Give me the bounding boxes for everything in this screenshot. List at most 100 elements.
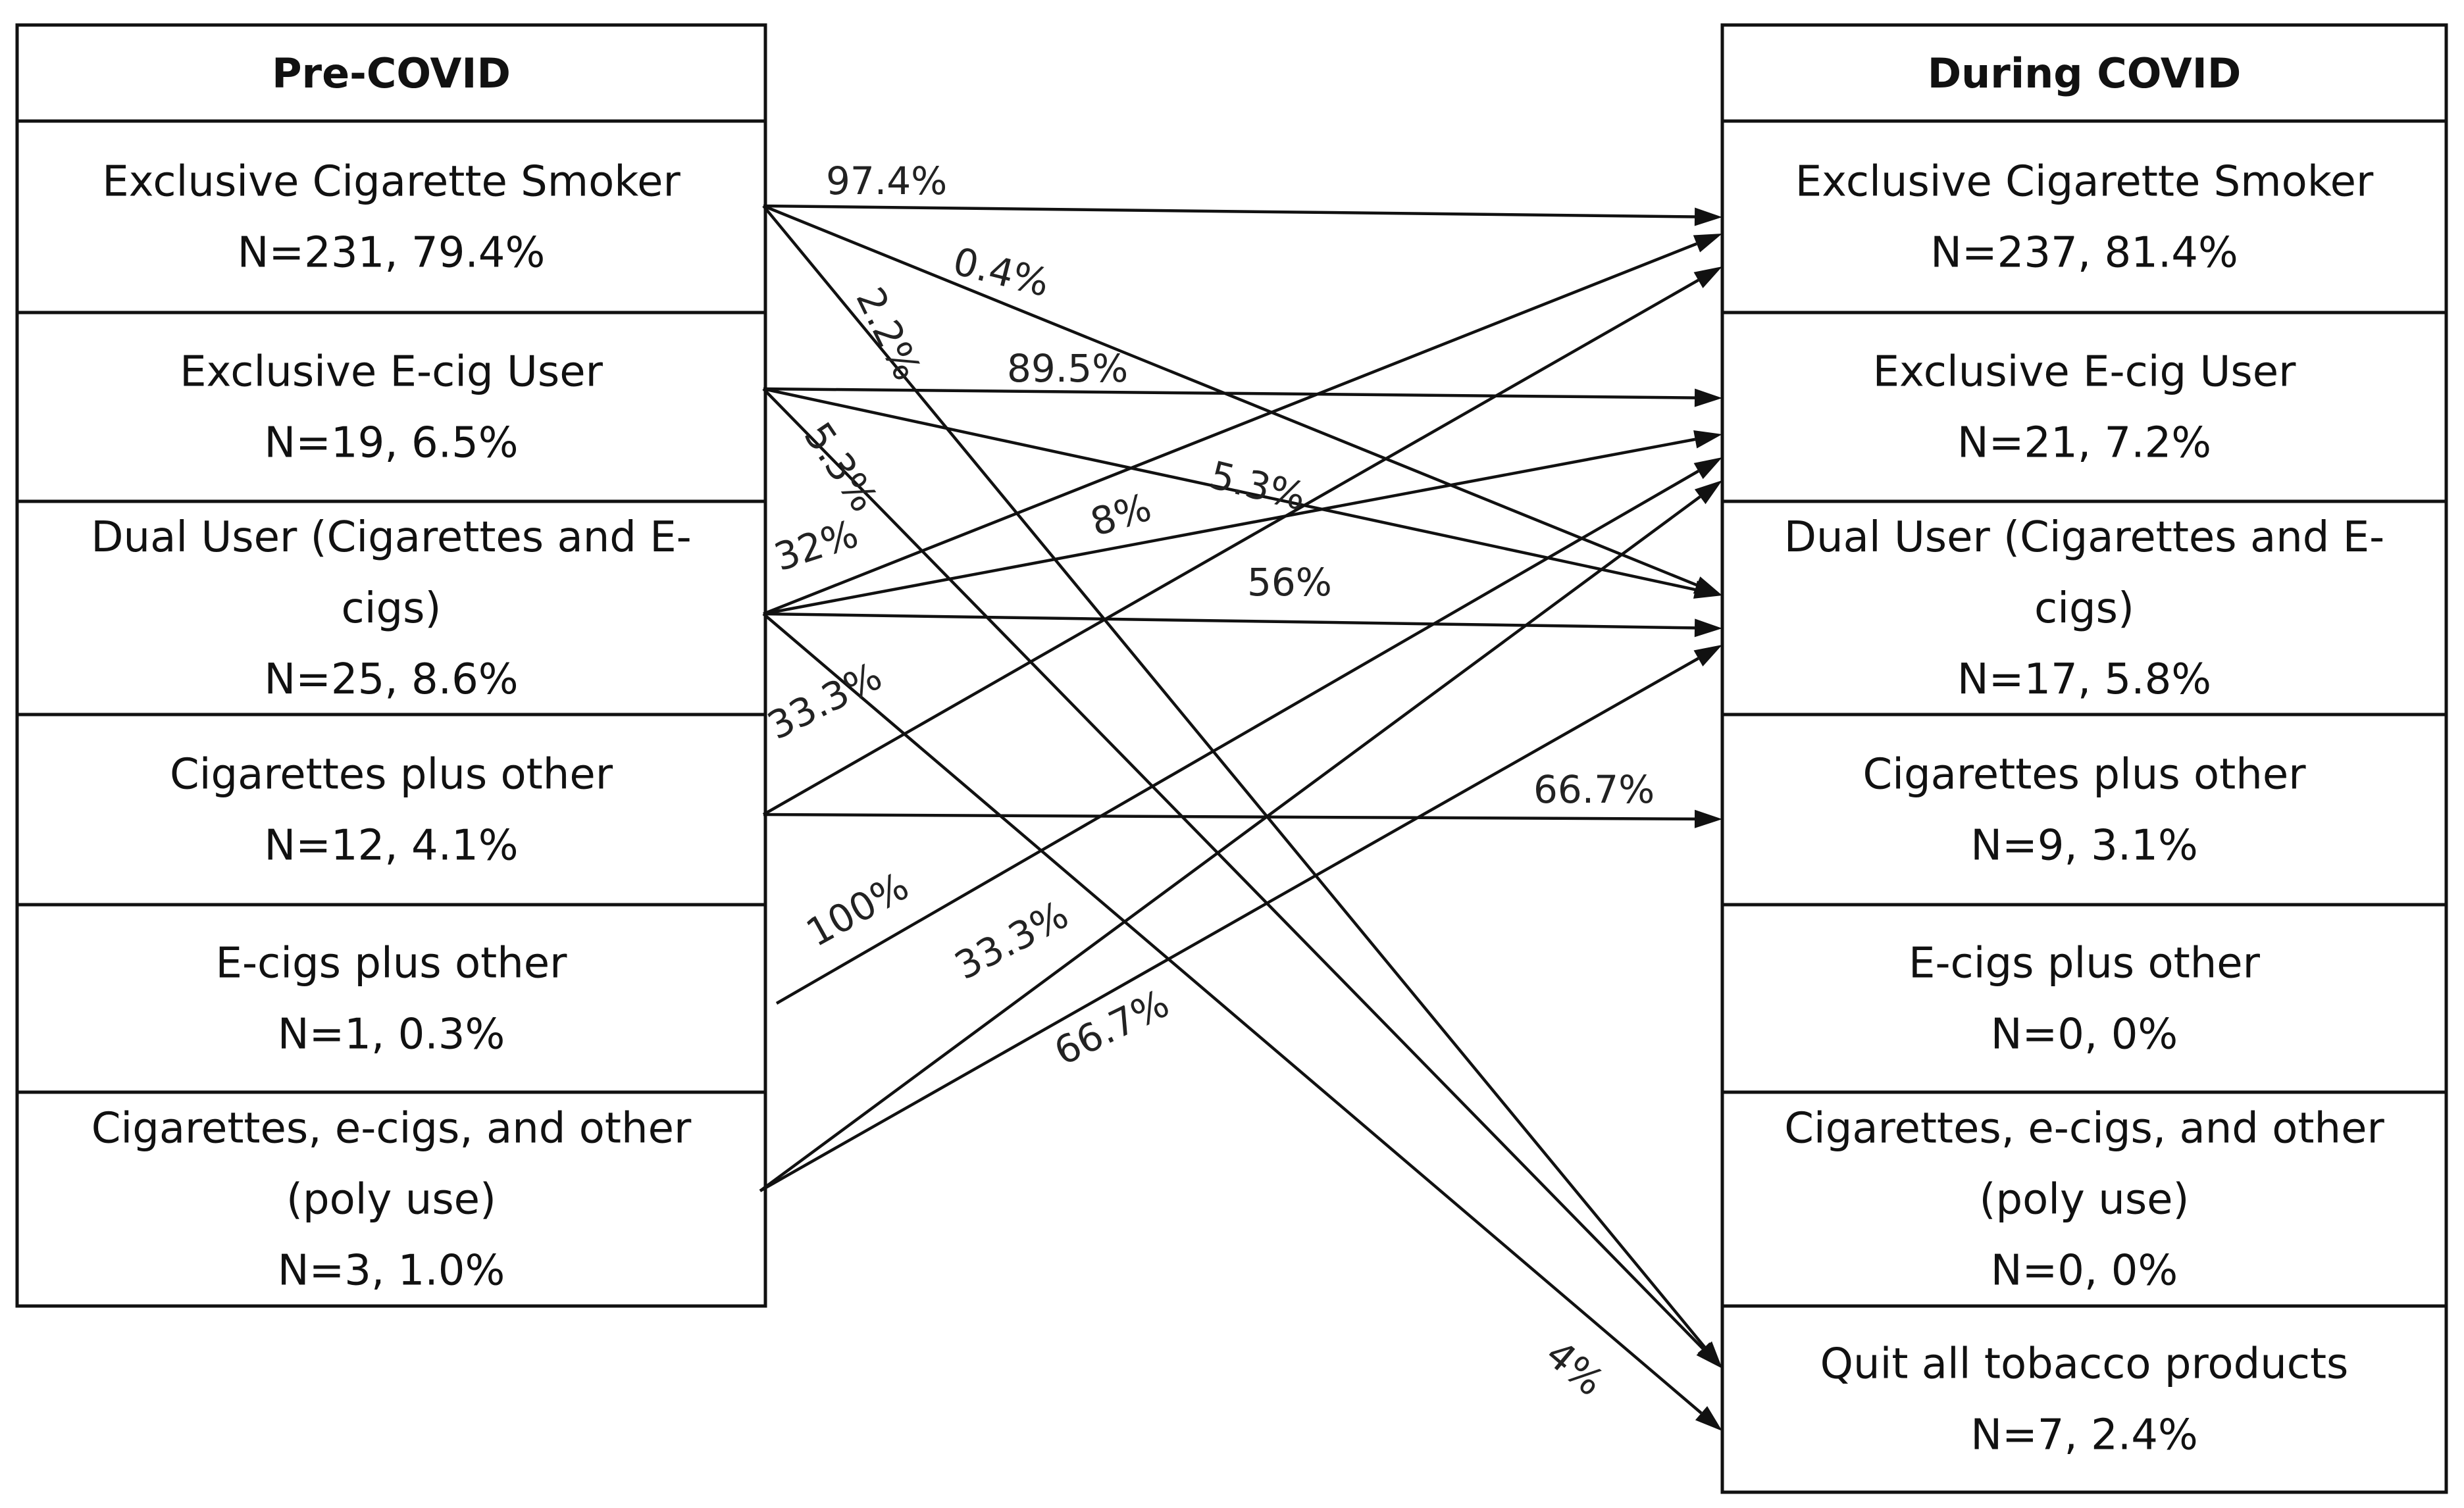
- left-state-line: N=3, 1.0%: [278, 1247, 505, 1295]
- arrowhead: [1694, 480, 1722, 505]
- transition-line: [763, 813, 1695, 821]
- transition-arrow: [762, 613, 1722, 1431]
- right-state-rect: [1720, 903, 2448, 1094]
- left-state-line: Exclusive Cigarette Smoker: [102, 158, 680, 207]
- left-header-label: Pre-COVID: [272, 49, 511, 97]
- left-state-line: N=19, 6.5%: [264, 419, 518, 468]
- right-state-rect: [1720, 713, 2448, 907]
- arrowhead: [1694, 809, 1722, 828]
- left-state-line: N=12, 4.1%: [264, 822, 518, 870]
- right-state-box: Cigarettes, e-cigs, and other(poly use)N…: [1720, 1090, 2448, 1308]
- arrowhead: [1693, 457, 1722, 480]
- left-state-box: Dual User (Cigarettes and E-cigs)N=25, 8…: [15, 499, 767, 716]
- arrowhead: [1693, 266, 1722, 288]
- transition-line: [775, 470, 1699, 1005]
- transition-line: [763, 387, 1696, 591]
- right-state-line: N=7, 2.4%: [1970, 1411, 2198, 1460]
- transition-percent-label: 100%: [799, 863, 916, 955]
- transition-percent-label: 8%: [1085, 484, 1156, 545]
- right-header: During COVID: [1720, 23, 2448, 123]
- left-state-line: Cigarettes plus other: [170, 751, 613, 799]
- right-state-line: N=9, 3.1%: [1970, 822, 2198, 870]
- transition-percent-label: 89.5%: [1007, 346, 1128, 391]
- transition-percent-label: 32%: [769, 511, 863, 580]
- arrowhead: [1693, 645, 1722, 666]
- left-state-rect: [15, 1090, 767, 1308]
- left-state-rect: [15, 119, 767, 314]
- right-header-label: During COVID: [1928, 49, 2242, 97]
- left-state-line: Dual User (Cigarettes and E-: [91, 513, 692, 562]
- transition-arrow: [763, 809, 1722, 828]
- transition-percent-label: 66.7%: [1047, 981, 1175, 1074]
- left-state-rect: [15, 903, 767, 1094]
- transition-line: [759, 495, 1701, 1192]
- right-state-box: Dual User (Cigarettes and E-cigs) N=17, 5…: [1720, 499, 2448, 716]
- transition-percent-label: 0.4%: [949, 239, 1054, 306]
- right-state-line: N=0, 0%: [1991, 1011, 2178, 1059]
- left-state-line: (poly use): [286, 1176, 496, 1224]
- left-state-rect: [15, 311, 767, 503]
- right-state-line: N=237, 81.4%: [1930, 229, 2238, 278]
- transition-line: [763, 612, 1695, 630]
- left-state-rect: [15, 713, 767, 907]
- transition-arrow: [762, 388, 1722, 1369]
- transition-percent-label: 5.3%: [795, 415, 886, 520]
- transition-percent-label: 33.3%: [948, 892, 1076, 989]
- left-state-line: N=1, 0.3%: [278, 1011, 505, 1059]
- arrowhead: [1693, 580, 1722, 599]
- transition-line: [762, 613, 1703, 1415]
- transition-arrow: [763, 387, 1722, 407]
- transition-percent-label: 97.4%: [826, 159, 947, 203]
- left-state-line: cigs): [342, 584, 442, 633]
- transition-percent-label: 66.7%: [1533, 767, 1655, 812]
- right-state-line: Exclusive Cigarette Smoker: [1795, 158, 2374, 207]
- transition-percent-label: 56%: [1247, 560, 1332, 605]
- transition-line: [762, 388, 1705, 1350]
- transition-arrow: [775, 457, 1722, 1005]
- right-state-line: Cigarettes, e-cigs, and other: [1784, 1105, 2384, 1153]
- arrowhead: [1693, 430, 1722, 449]
- transition-arrow: [762, 266, 1722, 816]
- arrowhead: [1693, 234, 1722, 253]
- right-state-rect: [1720, 311, 2448, 503]
- transition-line: [762, 278, 1699, 816]
- right-state-rect: [1720, 119, 2448, 314]
- transition-percent-label: 5.3%: [1206, 453, 1310, 520]
- transition-arrow: [763, 430, 1722, 616]
- right-state-line: cigs): [2034, 584, 2134, 633]
- arrowhead: [1695, 1406, 1722, 1431]
- right-state-rect: [1720, 499, 2448, 716]
- left-header-box: [15, 23, 767, 123]
- right-state-line: (poly use): [1980, 1176, 2190, 1224]
- transition-arrow: [763, 234, 1722, 616]
- right-state-line: Dual User (Cigarettes and E-: [1784, 513, 2385, 562]
- left-state-box: Cigarettes, e-cigs, and other (poly use) N…: [15, 1090, 767, 1308]
- transition-line: [763, 242, 1697, 616]
- transition-percent-label: 4%: [1537, 1332, 1612, 1405]
- transition-arrow: [763, 387, 1722, 599]
- right-state-line: Quit all tobacco products: [1820, 1340, 2349, 1389]
- arrowhead: [1694, 388, 1722, 407]
- arrowhead: [1696, 1342, 1722, 1369]
- left-state-line: N=231, 79.4%: [238, 229, 546, 278]
- transition-arrow: [763, 204, 1722, 226]
- right-state-rect: [1720, 1304, 2448, 1494]
- transition-line: [763, 438, 1696, 616]
- left-state-line: Cigarettes, e-cigs, and other: [91, 1105, 692, 1153]
- transition-line: [763, 204, 1695, 218]
- right-state-line: N=17, 5.8%: [1957, 655, 2211, 704]
- arrowhead: [1694, 207, 1722, 226]
- transition-line: [763, 387, 1695, 399]
- right-state-line: Exclusive E-cig User: [1873, 348, 2296, 397]
